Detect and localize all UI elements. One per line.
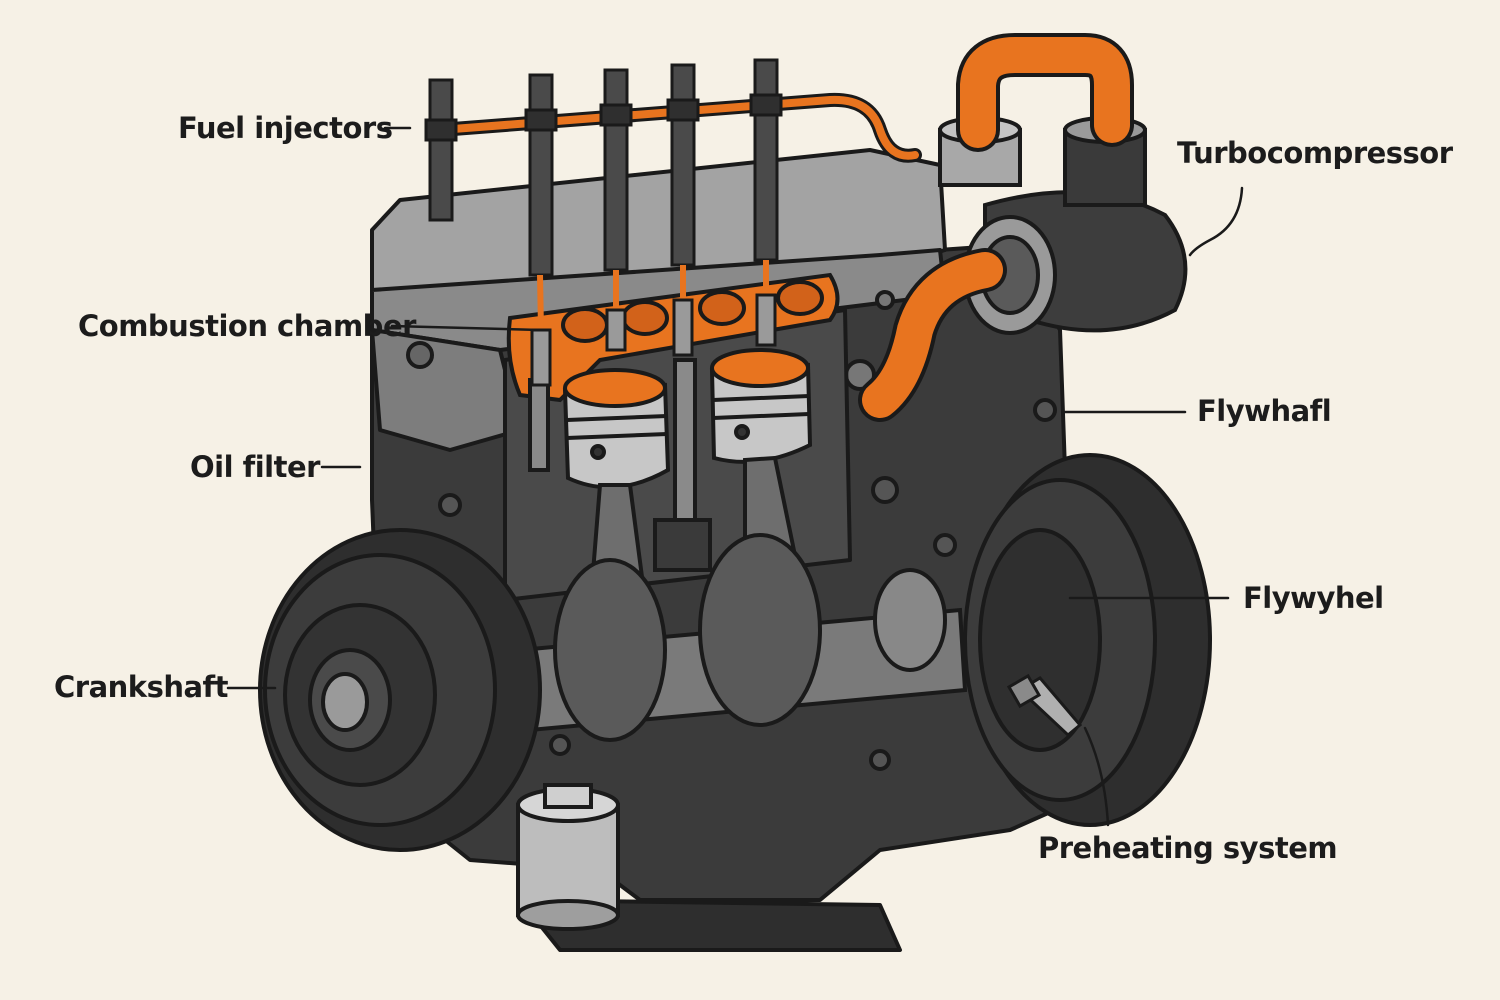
oil-filter-canister	[516, 783, 620, 931]
fuel-injectors-shape	[424, 58, 783, 387]
label-preheating-system: Preheating system	[1038, 831, 1338, 865]
label-flywhafl: Flywhafl	[1197, 394, 1332, 428]
leader-lines	[226, 126, 1244, 827]
label-fuel-injectors: Fuel injectors	[178, 111, 393, 145]
label-flywyhel: Flywyhel	[1243, 581, 1384, 615]
leader-combustion-chamber	[390, 324, 542, 332]
crankshaft-pulley	[258, 528, 542, 852]
piston-left	[562, 368, 671, 490]
piston-right	[709, 348, 813, 464]
leader-turbocompressor	[1188, 186, 1244, 257]
leader-preheating-system	[1083, 726, 1110, 827]
turbo-pipes	[858, 33, 1134, 422]
label-turbocompressor: Turbocompressor	[1177, 136, 1453, 170]
label-oil-filter: Oil filter	[190, 450, 320, 484]
crankshaft-shape	[517, 533, 968, 742]
fuel-rail	[433, 92, 922, 163]
label-crankshaft: Crankshaft	[54, 670, 229, 704]
preheating-plug	[1006, 673, 1083, 738]
flywheel-shape	[963, 453, 1212, 827]
label-combustion-chamber: Combustion chamber	[78, 309, 416, 343]
